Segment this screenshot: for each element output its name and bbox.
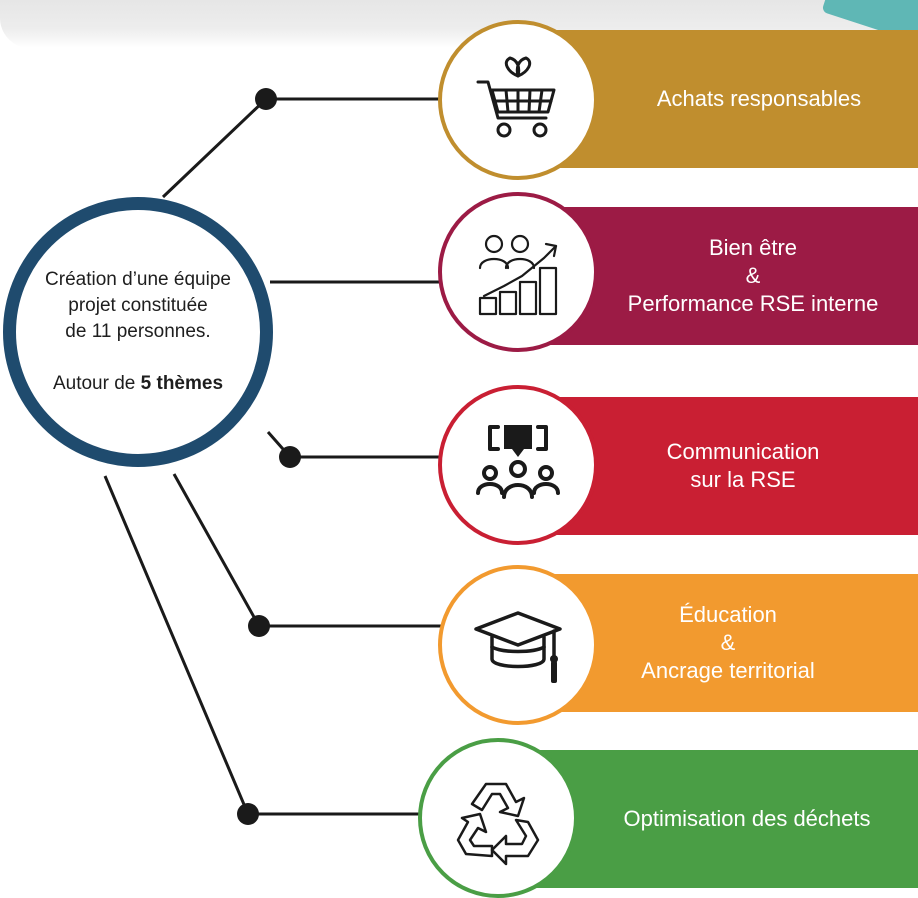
theme-label-education-1: Éducation [679,602,777,627]
center-text-line-2: projet constituée [68,295,208,316]
theme-bar-dechets: Optimisation des déchets [518,750,918,888]
center-text-line-3: de 11 personnes. [65,321,211,342]
center-text-bold: 5 thèmes [140,373,224,394]
theme-label-communication-1: Communication [666,439,820,464]
shopping-cart-leaf-icon [476,56,556,138]
recycle-icon [456,782,540,866]
theme-label-dechets: Optimisation des déchets [623,806,871,831]
theme-circle-bien-etre [438,192,598,352]
theme-label-bien-etre-2: & [745,263,761,288]
connector-dot-1 [255,88,277,110]
theme-circle-achats [438,20,598,180]
connector-dot-5 [237,803,259,825]
team-growth-chart-icon [478,234,558,316]
connector-dot-4 [248,615,270,637]
graduation-cap-icon [474,611,562,683]
theme-label-bien-etre-3: Performance RSE interne [627,291,879,316]
theme-circle-dechets [418,738,578,898]
theme-circle-education [438,565,598,725]
theme-label-education-3: Ancrage territorial [641,658,815,683]
center-text-line-4: Autour de 5 thèmes [53,371,223,397]
theme-label-communication-2: sur la RSE [690,467,796,492]
theme-label-achats: Achats responsables [656,86,862,111]
center-text-line-1: Création d’une équipe [45,269,231,290]
center-circle: Création d’une équipe projet constituée … [3,197,273,467]
group-speech-icon [476,425,560,499]
theme-label-bien-etre-1: Bien être [708,235,798,260]
theme-circle-communication [438,385,598,545]
connector-1 [161,97,452,199]
connector-4 [172,473,452,628]
connector-dot-3 [279,446,301,468]
theme-label-education-2: & [720,630,736,655]
connector-5 [103,475,452,816]
center-text-prefix: Autour de [52,373,141,394]
